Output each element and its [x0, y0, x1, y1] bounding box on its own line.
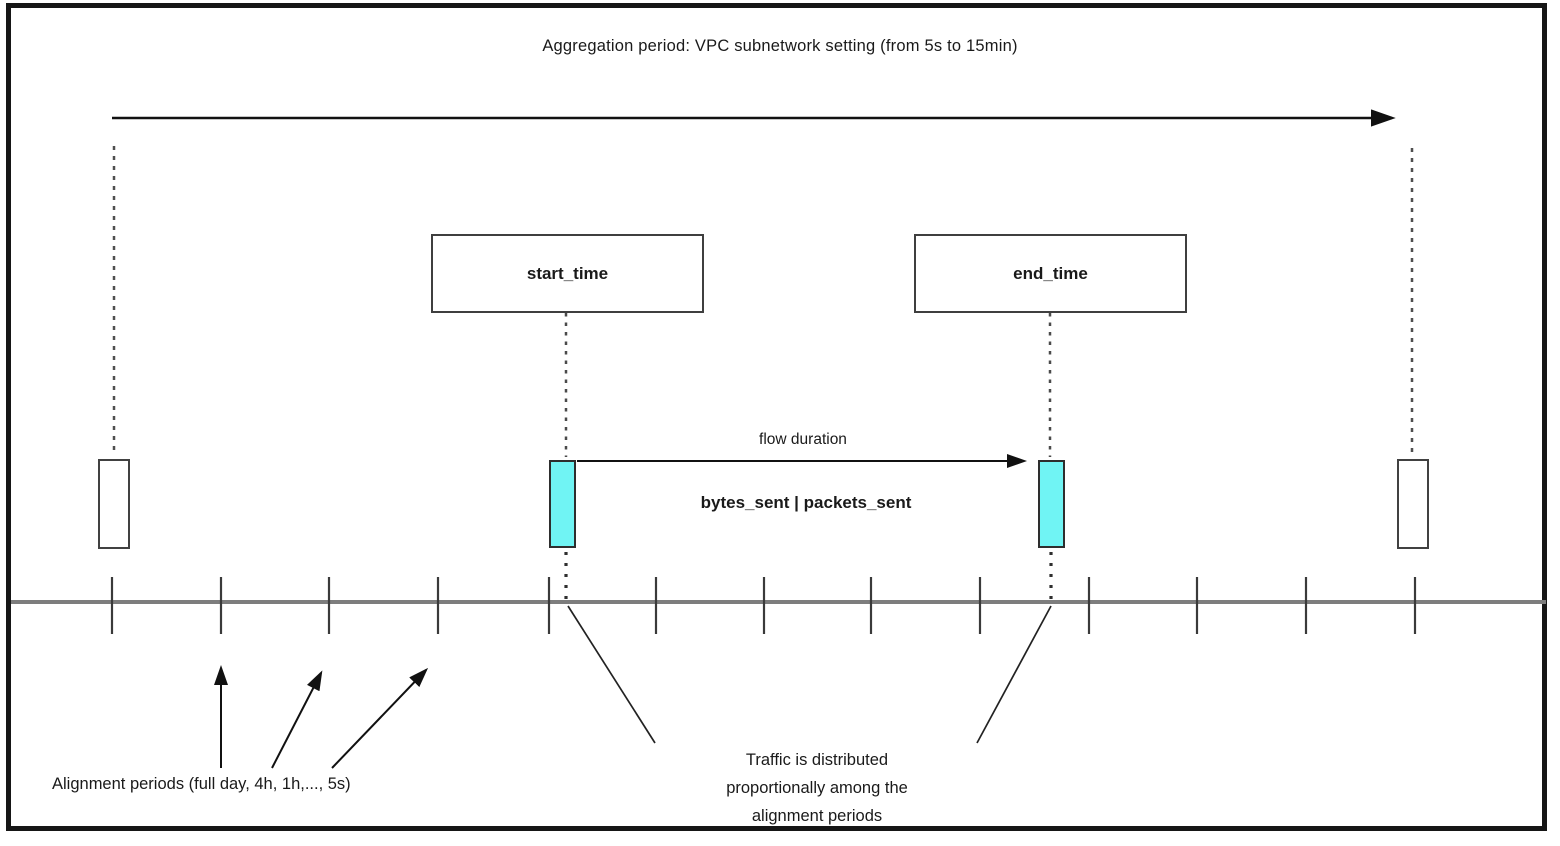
end-time-box: end_time: [914, 234, 1187, 313]
alignment-periods-label: Alignment periods (full day, 4h, 1h,...,…: [52, 775, 351, 793]
flow-metrics-label: bytes_sent | packets_sent: [700, 493, 912, 512]
start-time-box: start_time: [431, 234, 704, 313]
traffic-callout-lines: [567, 605, 1052, 744]
diagram-title: Aggregation period: VPC subnetwork setti…: [542, 37, 1018, 55]
aggregation-boundary-dashed-lines: [112, 146, 1414, 456]
aggregation-end-marker-bar: [1397, 459, 1429, 549]
timeline-ticks: [110, 577, 1417, 634]
end-time-marker-bar: [1038, 460, 1065, 548]
end-time-label: end_time: [1013, 263, 1088, 283]
bar-to-timeline-dotted-stubs: [564, 552, 1053, 601]
traffic-distribution-note: Traffic is distributed proportionally am…: [667, 746, 967, 830]
start-time-marker-bar: [549, 460, 576, 548]
traffic-distribution-line-2: proportionally among the: [726, 779, 908, 797]
aggregation-start-marker-bar: [98, 459, 130, 549]
traffic-distribution-line-3: alignment periods: [751, 807, 883, 825]
start-time-label: start_time: [526, 263, 609, 283]
alignment-period-arrows: [214, 665, 429, 769]
traffic-distribution-line-1: Traffic is distributed: [745, 751, 889, 769]
flow-duration-label: flow duration: [759, 431, 847, 448]
